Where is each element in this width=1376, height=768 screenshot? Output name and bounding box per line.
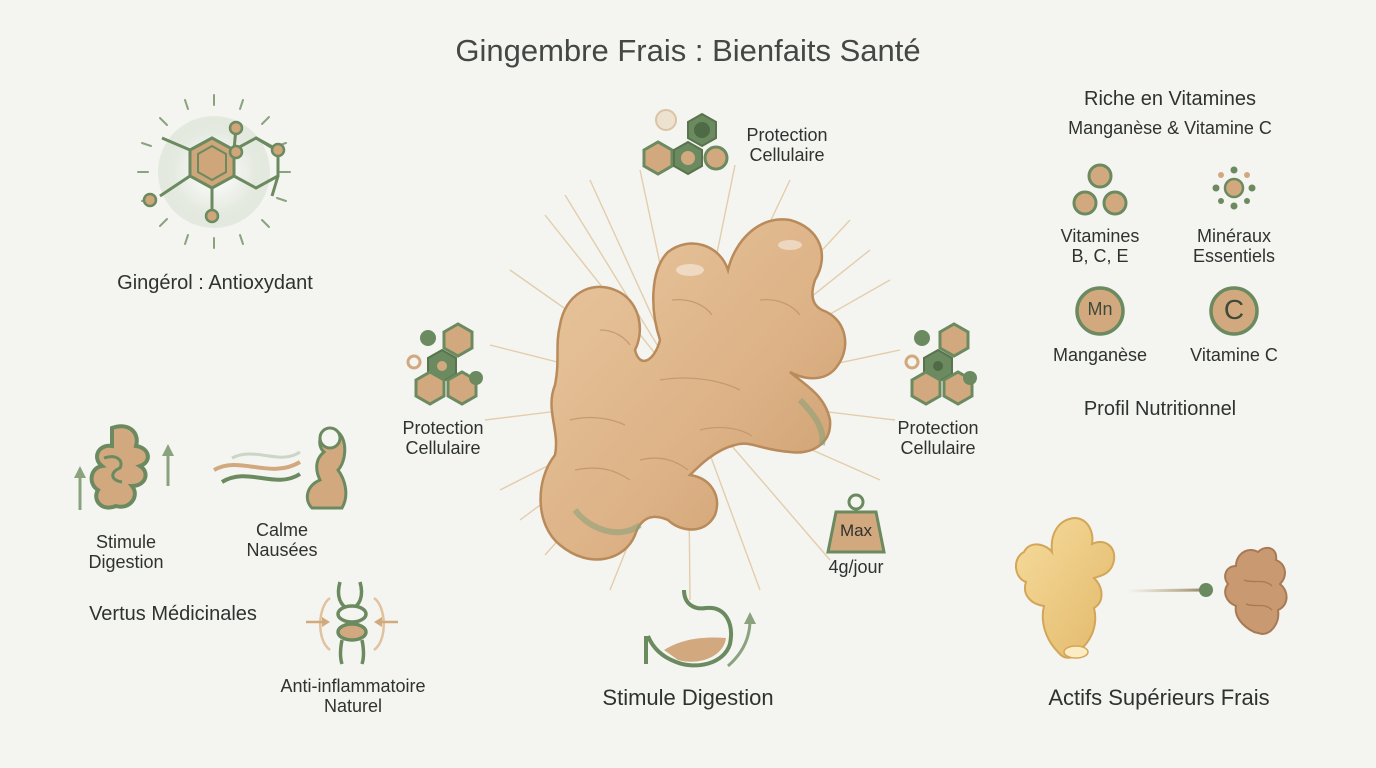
vitamin-c-badge-text: C bbox=[1223, 294, 1245, 325]
nutrition-item-minerals-line2: Essentiels bbox=[1192, 246, 1276, 267]
medicinal-item-digestion-line2: Digestion bbox=[88, 552, 164, 573]
protection-top-line1: Protection bbox=[746, 125, 828, 145]
dried-ginger-icon bbox=[1224, 546, 1288, 636]
protection-left-label: Protection Cellulaire bbox=[388, 418, 498, 458]
medicinal-item-digestion: Stimule Digestion bbox=[66, 532, 186, 572]
manganese-badge-text: Mn bbox=[1087, 299, 1113, 319]
hexagon-cells-left-icon bbox=[406, 322, 483, 406]
dosage-label: 4g/jour bbox=[828, 557, 884, 577]
medicinal-item-anti-inflammatory-line2: Naturel bbox=[323, 696, 383, 717]
manganese-badge-icon bbox=[1075, 286, 1125, 336]
vitamin-dots-icon bbox=[1072, 163, 1128, 216]
protection-top-line2: Cellulaire bbox=[749, 145, 825, 166]
pregnant-woman-icon bbox=[213, 426, 348, 510]
digestion-label: Stimule Digestion bbox=[602, 685, 774, 710]
nutrition-footer: Profil Nutritionnel bbox=[1083, 398, 1237, 420]
nutrition-heading: Riche en Vitamines bbox=[1084, 88, 1256, 110]
nutrition-item-vitamins-line1: Vitamines bbox=[1060, 226, 1140, 246]
minerals-dots-icon bbox=[1212, 166, 1256, 210]
page-title: Gingembre Frais : Bienfaits Santé bbox=[455, 33, 921, 68]
protection-top-label: Protection Cellulaire bbox=[732, 125, 842, 165]
medicinal-item-nausea: Calme Nausées bbox=[222, 520, 342, 560]
vitamin-c-badge-icon bbox=[1209, 286, 1259, 336]
protection-left-line2: Cellulaire bbox=[405, 438, 481, 459]
dosage-badge-text: Max bbox=[839, 521, 873, 540]
gingerol-molecule-icon bbox=[137, 94, 291, 249]
fresh-ginger-icon bbox=[1015, 516, 1116, 659]
central-ginger-icon bbox=[539, 218, 847, 561]
stomach-icon bbox=[644, 589, 756, 668]
hexagon-cells-top-icon bbox=[642, 109, 729, 176]
joint-icon bbox=[306, 581, 398, 665]
medicinal-item-anti-inflammatory-line1: Anti-inflammatoire bbox=[280, 676, 426, 696]
medicinal-item-nausea-line1: Calme bbox=[255, 520, 308, 540]
protection-right-label: Protection Cellulaire bbox=[883, 418, 993, 458]
medicinal-item-digestion-line1: Stimule bbox=[95, 532, 157, 552]
intestine-icon bbox=[74, 424, 174, 510]
protection-left-line1: Protection bbox=[402, 418, 484, 438]
medicinal-heading: Vertus Médicinales bbox=[89, 603, 257, 625]
nutrition-item-minerals-line1: Minéraux bbox=[1196, 226, 1272, 246]
medicinal-item-anti-inflammatory: Anti-inflammatoire Naturel bbox=[258, 676, 448, 716]
nutrition-item-minerals: Minéraux Essentiels bbox=[1174, 226, 1294, 266]
fresh-vs-dried-label: Actifs Supérieurs Frais bbox=[1048, 685, 1270, 710]
weight-icon bbox=[826, 493, 886, 554]
nutrition-item-vitamins-line2: B, C, E bbox=[1071, 246, 1129, 267]
medicinal-item-nausea-line2: Nausées bbox=[246, 540, 318, 561]
nutrition-item-vitamin-c-label: Vitamine C bbox=[1190, 345, 1278, 365]
nutrition-subheading: Manganèse & Vitamine C bbox=[1068, 118, 1272, 138]
protection-right-line1: Protection bbox=[897, 418, 979, 438]
gingerol-label: Gingérol : Antioxydant bbox=[117, 272, 313, 294]
hexagon-cells-right-icon bbox=[904, 322, 977, 406]
protection-right-line2: Cellulaire bbox=[900, 438, 976, 459]
comparison-line bbox=[1125, 583, 1213, 597]
nutrition-item-manganese-label: Manganèse bbox=[1052, 345, 1148, 365]
nutrition-item-vitamins: Vitamines B, C, E bbox=[1040, 226, 1160, 266]
